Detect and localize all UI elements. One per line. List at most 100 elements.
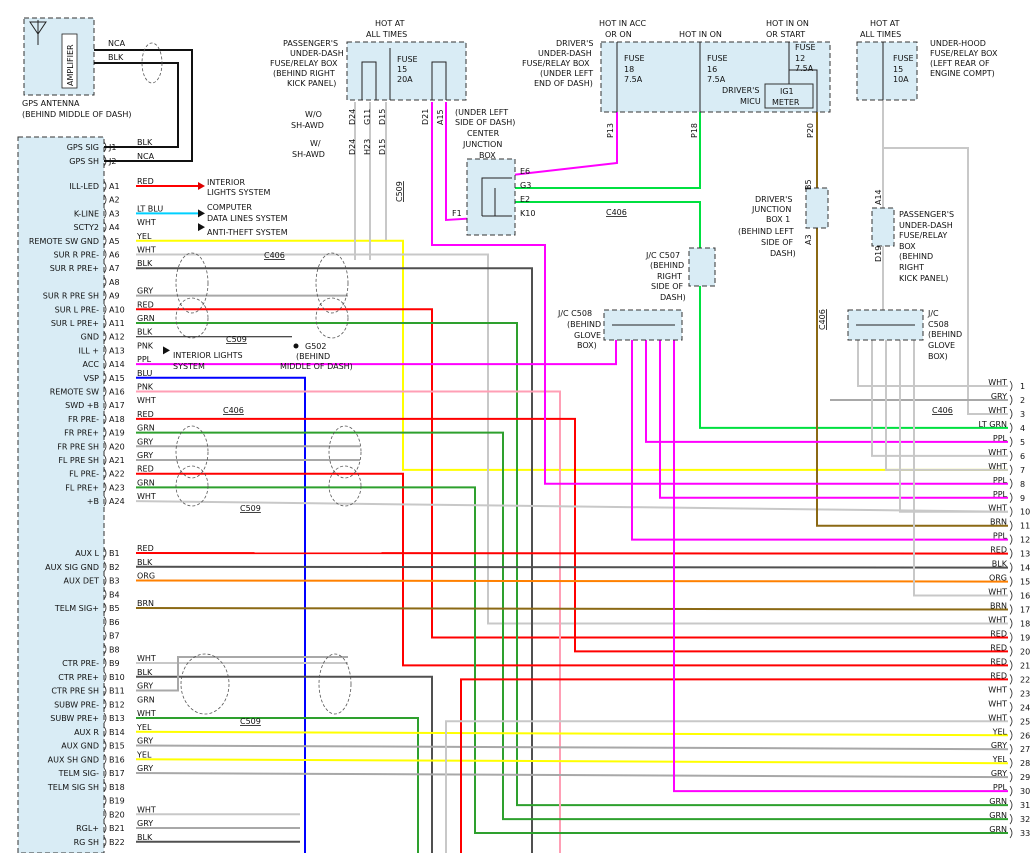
fuse16-1: FUSE [707,54,728,63]
pin-mark-b20 [103,809,107,820]
ig1-1: IG1 [780,87,794,96]
pin-color-a19: GRN [137,424,155,433]
pass-box-line4: (BEHIND RIGHT [273,69,335,78]
pin-mark-b21 [103,822,107,834]
out-pin-mark-33 [1009,827,1013,839]
pin-mark-a12 [103,331,107,342]
pin-id-a4: A4 [109,223,120,232]
pin-mark-a8 [103,276,107,288]
gps-sig-wire [94,62,179,148]
out-pin-mark-24 [1009,702,1013,713]
out-pin-17: 17 [1020,606,1030,615]
w-awd-1: W/ [310,139,321,148]
out-pin-1: 1 [1020,382,1025,391]
pin-mark-a17 [103,399,107,411]
out-pin-mark-13 [1009,548,1013,559]
djb1-5: SIDE OF [761,238,793,247]
pin-label-a22: FL PRE- [69,470,99,479]
out-color-13: RED [990,546,1007,555]
pin-id-b9: B9 [109,659,120,668]
computer-data-1: COMPUTER [207,203,252,212]
pin-color-a16: PNK [137,383,154,392]
hood-4: ENGINE COMPT) [930,69,995,78]
pin-label-j1: GPS SIG [67,143,99,152]
pin-label-b17: TELM SIG- [58,769,99,778]
g502-3: MIDDLE OF DASH) [280,362,353,371]
wire-c508b-2 [885,340,1008,471]
pin-label-a21: FL PRE SH [58,456,99,465]
wire-a18 [136,417,1008,653]
micu-2: MICU [740,97,761,106]
pb2-7: KICK PANEL) [899,274,948,283]
pin-p18: P18 [690,123,699,138]
under-hood-fuse-box: HOT AT ALL TIMES UNDER-HOOD FUSE/RELAY B… [856,19,998,101]
micu-1: DRIVER'S [722,86,759,95]
pin-color-a21: GRY [137,451,153,460]
pin-label-b1: AUX L [75,549,99,558]
jc508b-1: J/C [927,309,939,318]
pin-mark-a4 [103,221,107,233]
out-color-22: RED [990,671,1007,680]
hot-on: HOT IN ON [679,30,722,39]
pin-color-a9: GRY [137,287,153,296]
wire-b3 [135,579,1009,583]
out-pin-30: 30 [1020,787,1030,796]
jc508a-2: (BEHIND [567,320,601,329]
wire-c508b-3 [899,340,1008,513]
pin-id-b5: B5 [109,604,120,613]
out-color-2: GRY [991,392,1007,401]
pin-e6: E6 [520,167,530,176]
fuse18-2: 18 [624,65,634,74]
all-times-label: ALL TIMES [366,30,407,39]
pin-mark-a15 [103,372,107,384]
out-pin-15: 15 [1020,578,1030,587]
pin-id-a20: A20 [109,442,125,451]
pin-id-a5: A5 [109,237,120,246]
fuse16-3: 7.5A [707,75,726,84]
pin-color-a5: YEL [136,232,152,241]
out-pin-mark-15 [1009,576,1013,587]
pin-label-a15: VSP [84,374,100,383]
pin-k10: K10 [520,209,535,218]
out-pin-24: 24 [1020,703,1030,712]
wo-awd-2: SH-AWD [291,121,324,130]
hot-acc-2: OR ON [605,30,632,39]
out-pin-27: 27 [1020,745,1030,754]
wire-c508-3 [673,340,1008,793]
pin-label-b9: CTR PRE- [62,659,99,668]
djb1-2: JUNCTION [751,205,791,214]
wire-p13 [511,112,618,176]
pin-p13: P13 [606,123,615,138]
c406-a: C406 [264,251,285,260]
wire-out-11 [816,228,1008,527]
pin-id-a18: A18 [109,415,125,424]
pin-label-a11: SUR L PRE+ [51,319,99,328]
pin-mark-b4 [103,589,107,600]
out-pin-mark-16 [1009,590,1013,601]
out-pin-mark-26 [1009,730,1013,741]
pin-id-b7: B7 [109,632,120,641]
pin-label-a12: GND [81,333,99,342]
pin-color-a10: RED [137,300,154,309]
pin-mark-a1 [103,180,107,192]
pin-mark-a14 [103,358,107,370]
c406-d: C406 [932,406,953,415]
jc507-4: SIDE OF [651,282,683,291]
pin-a15: A15 [436,109,445,125]
pin-label-a1: ILL-LED [69,182,99,191]
pin-mark-b2 [103,561,107,572]
pin-id-b16: B16 [109,755,125,764]
out-pin-11: 11 [1020,522,1030,531]
hot-start-2: OR START [766,30,805,39]
g502-2: (BEHIND [296,352,330,361]
out-pin-16: 16 [1020,592,1030,601]
ig1-2: METER [772,98,800,107]
misc-labels: INTERIOR LIGHTS SYSTEM COMPUTER DATA LIN… [173,178,953,726]
pin-label-b12: SUBW PRE- [54,700,99,709]
pin-mark-b18 [103,781,107,792]
pin-mark-a5 [103,235,107,247]
jc508a-4: BOX) [577,341,597,350]
djb1-4: (BEHIND LEFT [738,227,794,236]
pin-color-a12: BLK [137,328,153,337]
